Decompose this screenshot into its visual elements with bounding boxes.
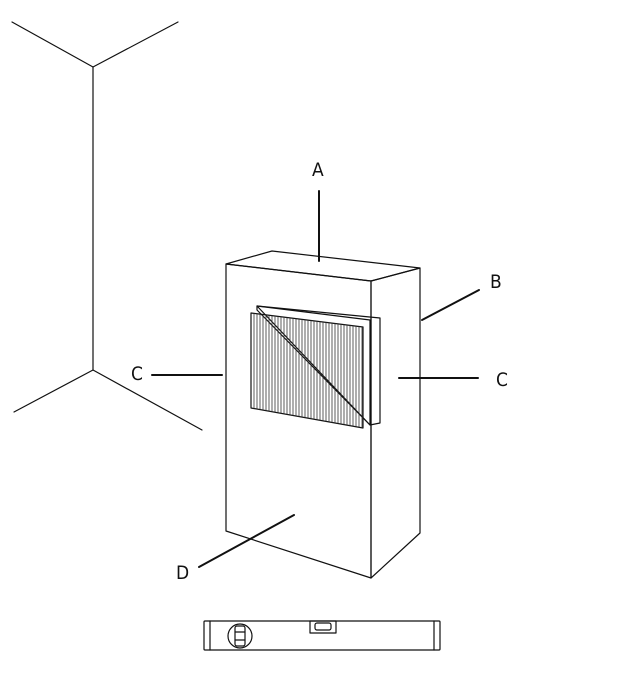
label-c-left: C [131,363,143,385]
filter-grille [250,305,381,429]
cabinet-top-face [225,250,421,282]
grille-front [250,312,364,429]
leader-b [421,289,480,321]
cabinet-unit [225,250,421,579]
label-d: D [176,562,189,584]
leader-lines [151,190,480,568]
room-corner-lines [11,21,203,431]
spirit-level-icon [203,620,441,651]
leader-d [198,514,295,568]
cabinet-side-face [370,267,421,579]
label-a: A [312,159,324,181]
label-c-right: C [496,369,508,391]
label-b: B [490,271,502,293]
